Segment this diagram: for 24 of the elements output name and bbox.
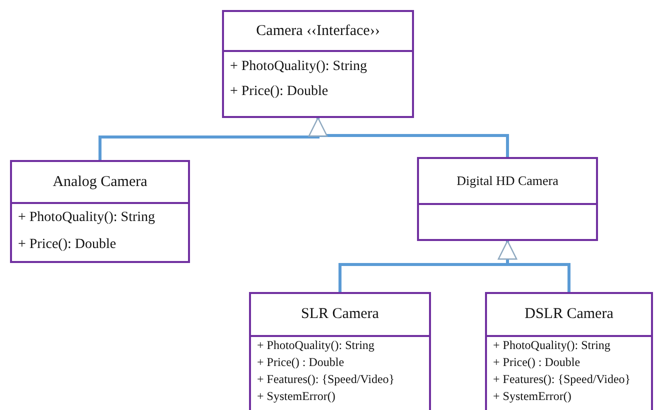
- method-signature: + Price(): Double: [18, 237, 116, 253]
- class-name: Analog Camera: [52, 174, 148, 190]
- method-signature: + Price() : Double: [257, 355, 344, 370]
- class-name: DSLR Camera: [524, 306, 614, 323]
- class-name: Camera ‹‹Interface››: [256, 22, 380, 40]
- class-name: Digital HD Camera: [456, 173, 558, 189]
- method-signature: + Price() : Double: [493, 355, 580, 370]
- inheritance-arrow: [498, 240, 570, 292]
- class-box: [10, 160, 190, 263]
- method-signature: + PhotoQuality(): String: [230, 59, 368, 75]
- method-signature: + SystemError(): [257, 389, 336, 404]
- class-box: [249, 292, 431, 410]
- inheritance-arrow: [308, 117, 509, 157]
- method-signature: + Price(): Double: [230, 84, 328, 100]
- class-box: [222, 10, 414, 118]
- method-signature: + Features(): {Speed/Video}: [257, 372, 395, 387]
- method-signature: + Features(): {Speed/Video}: [493, 372, 631, 387]
- method-signature: + PhotoQuality(): String: [257, 338, 374, 353]
- method-signature: + PhotoQuality(): String: [493, 338, 610, 353]
- class-name: SLR Camera: [301, 306, 379, 323]
- method-signature: + SystemError(): [493, 389, 572, 404]
- class-box: [485, 292, 653, 410]
- method-signature: + PhotoQuality(): String: [18, 210, 156, 226]
- class-box: [417, 157, 598, 241]
